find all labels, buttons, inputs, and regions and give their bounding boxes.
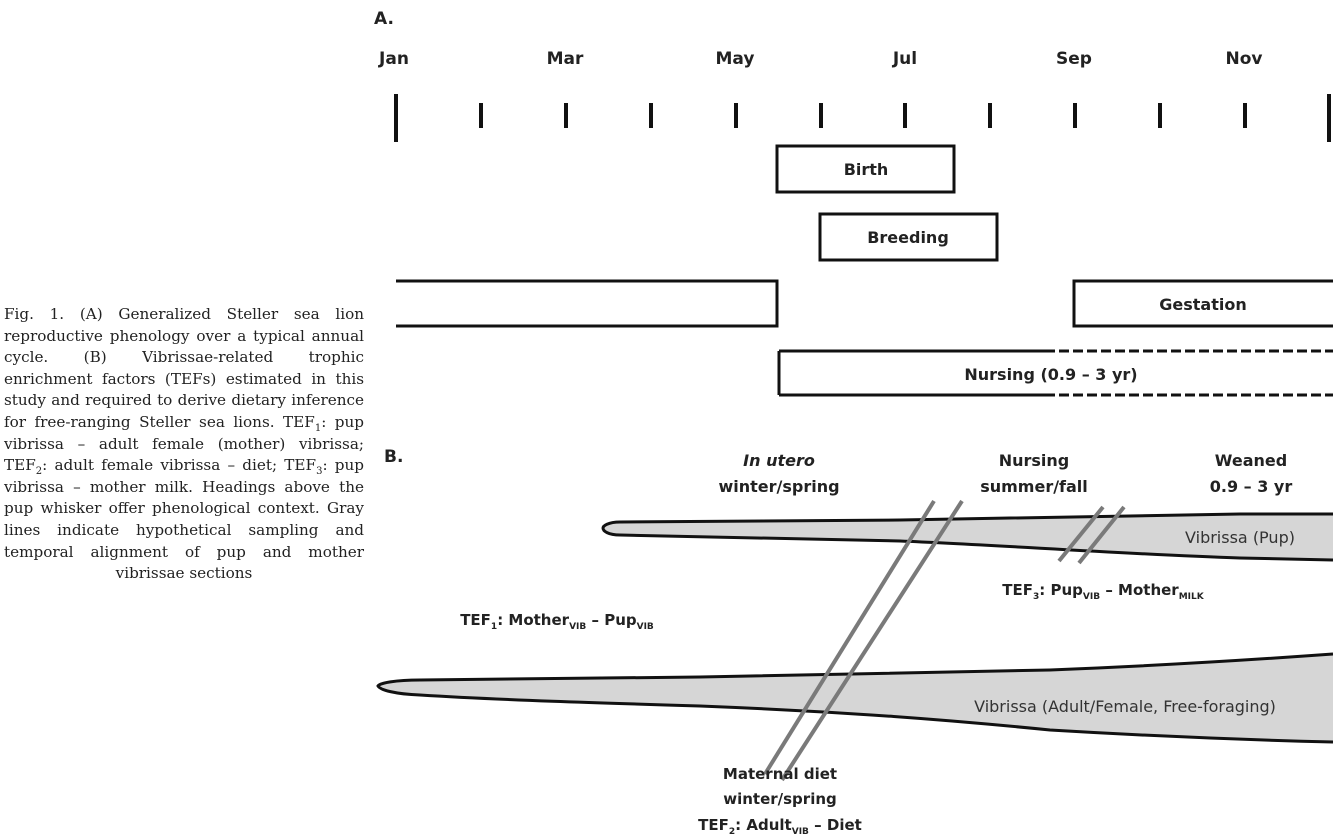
month-label-jul: Jul [892,49,917,69]
gestation-label: Gestation [1159,295,1246,314]
tef2-main: TEF [698,816,729,834]
tef1-mother-sub: VIB [569,622,586,632]
birth-bar [775,144,956,194]
nursing-label: Nursing (0.9 – 3 yr) [964,365,1137,384]
month-label-jan: Jan [378,49,409,69]
tef3-pup-sub: VIB [1083,592,1100,602]
maternal-diet-season: winter/spring [723,790,837,808]
caption-fig-label: Fig. 1. [4,305,65,323]
breeding-label: Breeding [867,228,949,247]
gestation-bar-left [396,279,779,328]
caption-text-a: (A) Generalized Steller sea lion reprodu… [4,305,365,431]
heading-nursing: Nursing [999,451,1070,470]
tef1-main: TEF [460,611,491,629]
tef2-adult: : Adult [735,816,792,834]
birth-label: Birth [844,160,889,179]
panel-b-label: B. [384,447,403,467]
tef3-sampling-line-1 [1057,505,1105,563]
month-label-may: May [716,49,755,69]
heading-in-utero-season: winter/spring [718,477,839,496]
tef3-sampling-line-2 [1077,505,1126,565]
figure-caption: Fig. 1. (A) Generalized Steller sea lion… [4,304,364,585]
month-ticks [394,94,1331,142]
caption-text-b: : pup vibrissa – adult female (mother) v… [4,412,364,475]
caption-sub-3: 3 [316,466,323,478]
month-label-sep: Sep [1056,49,1092,69]
sampling-lines [763,499,1126,782]
tef1-label: TEF1: MotherVIB – PupVIB [460,611,654,632]
tef2-subscript: 2 [729,827,735,837]
tef3-pup: : Pup [1039,581,1083,599]
heading-in-utero: In utero [743,451,815,470]
adult-vibrissa-shape [376,652,1333,744]
tef3-label: TEF3: PupVIB – MotherMILK [1002,581,1204,602]
tef1-sampling-line-2 [780,499,964,782]
tef1-mother: : Mother [497,611,569,629]
caption-sub-1: 1 [314,423,322,434]
month-label-mar: Mar [547,49,584,69]
caption-text-d: : pup vibrissa – mother milk. Headings a… [4,456,364,583]
tef3-subscript: 3 [1033,592,1039,602]
tef3-main: TEF [1002,581,1033,599]
heading-weaned: Weaned [1215,451,1287,470]
caption-sub-2: 2 [35,466,43,478]
caption-text-c: : adult female vibrissa – diet; TEF [42,456,317,475]
tef1-sampling-line-1 [763,499,936,776]
gestation-bar-right [1072,279,1333,328]
pup-vibrissa-shape [601,512,1333,562]
tef1-pup-sub: VIB [637,622,654,632]
tef2-adult-sub: VIB [792,827,809,837]
tef1-pup: – Pup [586,611,637,629]
heading-nursing-season: summer/fall [980,477,1088,496]
heading-weaned-age: 0.9 – 3 yr [1210,477,1293,496]
tef2-label: TEF2: AdultVIB – Diet [698,816,862,837]
tef1-subscript: 1 [491,622,497,632]
pup-vibrissa-label: Vibrissa (Pup) [1185,528,1295,547]
panel-a-label: A. [374,9,394,29]
tef3-mother-sub: MILK [1179,592,1205,602]
tef2-diet: – Diet [809,816,862,834]
tef3-mother: – Mother [1100,581,1179,599]
month-label-nov: Nov [1226,49,1263,69]
nursing-bar [777,349,1333,397]
maternal-diet-heading: Maternal diet [723,765,837,783]
breeding-bar [818,212,999,262]
adult-vibrissa-label: Vibrissa (Adult/Female, Free-foraging) [974,697,1276,716]
